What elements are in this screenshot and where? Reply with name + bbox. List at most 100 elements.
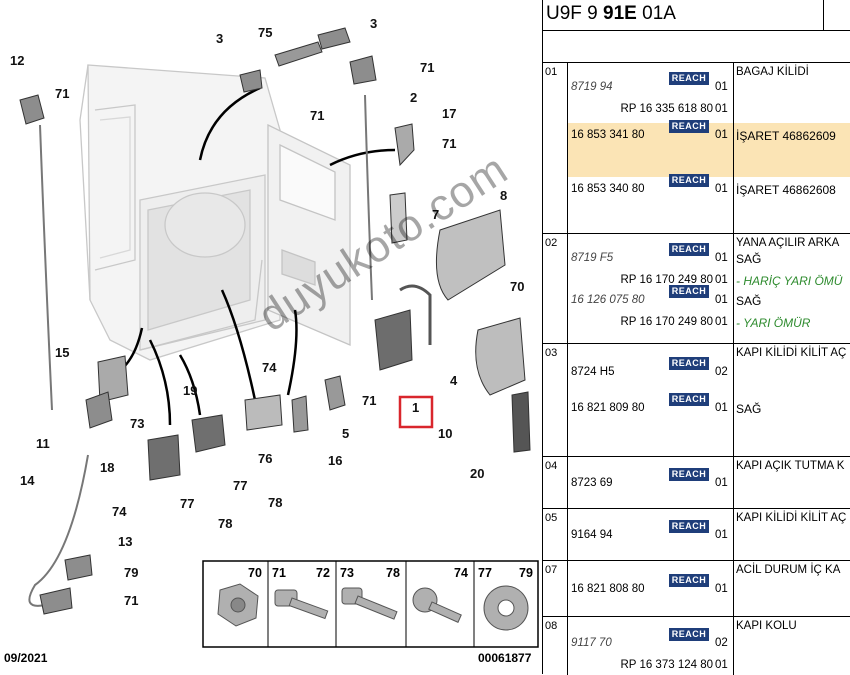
reach-badge: REACH xyxy=(669,285,709,298)
callout: 12 xyxy=(10,53,24,68)
part-number[interactable]: 16 821 808 80 xyxy=(571,583,645,595)
callout: 71 xyxy=(442,136,456,151)
callout: 20 xyxy=(470,466,484,481)
group-number: 08 xyxy=(545,620,558,632)
reach-badge: REACH xyxy=(669,520,709,533)
callout: 76 xyxy=(258,451,272,466)
callout: 71 xyxy=(124,593,138,608)
quantity: 02 xyxy=(715,637,728,649)
quantity: 01 xyxy=(715,183,728,195)
part-number[interactable]: 8724 H5 xyxy=(571,366,615,378)
fastener-label: 78 xyxy=(386,566,400,580)
quantity: 01 xyxy=(715,129,728,141)
quantity: 01 xyxy=(715,294,728,306)
callout: 75 xyxy=(258,25,272,40)
part-number[interactable]: RP 16 170 249 80 xyxy=(620,274,713,286)
quantity: 01 xyxy=(715,274,728,286)
callout: 74 xyxy=(112,504,127,519)
parts-list-panel: U9F 9 91E 01A 01 BAGAJ KİLİDİ 8719 94 REACH… xyxy=(542,0,850,675)
fastener-label: 77 xyxy=(478,566,492,580)
part-number[interactable]: RP 16 373 124 80 xyxy=(620,659,713,671)
callout: 74 xyxy=(262,360,277,375)
group-title: BAGAJ KİLİDİ xyxy=(736,66,809,78)
quantity: 01 xyxy=(715,659,728,671)
callout: 71 xyxy=(362,393,376,408)
callout: 3 xyxy=(216,31,223,46)
part-number[interactable]: 16 853 340 80 xyxy=(571,183,645,195)
callout: 77 xyxy=(233,478,247,493)
part-number[interactable]: RP 16 170 249 80 xyxy=(620,316,713,328)
reach-badge: REACH xyxy=(669,357,709,370)
callout: 77 xyxy=(180,496,194,511)
part-note: - YARI ÖMÜR xyxy=(736,316,811,330)
part-number[interactable]: 9117 70 xyxy=(571,637,612,649)
part-number[interactable]: 8719 F5 xyxy=(571,252,614,264)
fastener-label: 79 xyxy=(519,566,533,580)
part-number[interactable]: 8723 69 xyxy=(571,477,613,489)
quantity: 01 xyxy=(715,316,728,328)
part-note: SAĞ xyxy=(736,402,762,416)
group-number: 07 xyxy=(545,564,558,576)
part-number[interactable]: 9164 94 xyxy=(571,529,613,541)
selected-row-highlight xyxy=(568,123,850,177)
fasteners-table: 70 71 72 73 78 74 77 79 xyxy=(202,560,539,648)
part-note: İŞARET 46862608 xyxy=(736,183,836,197)
callout: 11 xyxy=(36,436,50,451)
quantity: 01 xyxy=(715,81,728,93)
part-1-highlight xyxy=(398,395,434,429)
quantity: 01 xyxy=(715,103,728,115)
callout: 4 xyxy=(450,373,458,388)
fastener-label: 72 xyxy=(316,566,330,580)
cables xyxy=(28,94,373,607)
callout: 16 xyxy=(328,453,342,468)
callout: 73 xyxy=(130,416,144,431)
fastener-shapes xyxy=(217,583,529,631)
callout: 70 xyxy=(510,279,524,294)
callout: 71 xyxy=(420,60,434,75)
callout: 78 xyxy=(218,516,232,531)
group-title: KAPI KOLU xyxy=(736,620,797,632)
leader-lines xyxy=(117,86,396,426)
panel-header: U9F 9 91E 01A xyxy=(543,0,850,31)
quantity: 01 xyxy=(715,477,728,489)
diagram-date: 09/2021 xyxy=(4,651,48,665)
reach-badge: REACH xyxy=(669,120,709,133)
parts-diagram: 12 71 75 3 3 71 71 2 17 71 7 8 70 1 4 10… xyxy=(4,16,539,665)
callout: 19 xyxy=(183,383,197,398)
part-number[interactable]: 16 126 075 80 xyxy=(571,294,645,306)
group-title: KAPI AÇIK TUTMA K xyxy=(736,460,845,472)
group-number: 01 xyxy=(545,66,558,78)
quantity: 02 xyxy=(715,366,728,378)
fastener-label: 74 xyxy=(454,566,468,580)
callout-numbers: 12 71 75 3 3 71 71 2 17 71 7 8 70 1 4 10… xyxy=(10,16,524,608)
reach-badge: REACH xyxy=(669,393,709,406)
callout: 10 xyxy=(438,426,452,441)
quantity: 01 xyxy=(715,583,728,595)
part-number[interactable]: 8719 94 xyxy=(571,81,613,93)
part-note: İŞARET 46862609 xyxy=(736,129,836,143)
part-number[interactable]: RP 16 335 618 80 xyxy=(620,103,713,115)
callout: 78 xyxy=(268,495,282,510)
part-number[interactable]: 16 853 341 80 xyxy=(571,129,645,141)
part-number[interactable]: 16 821 809 80 xyxy=(571,402,645,414)
reach-badge: REACH xyxy=(669,574,709,587)
callout: 13 xyxy=(118,534,132,549)
callout: 5 xyxy=(342,426,349,441)
reach-badge: REACH xyxy=(669,468,709,481)
group-title: ACİL DURUM İÇ KA xyxy=(736,564,841,576)
part-shapes xyxy=(19,27,531,615)
part-note: SAĞ xyxy=(736,252,762,266)
fastener-label: 71 xyxy=(272,566,286,580)
callout: 18 xyxy=(100,460,114,475)
part-note: - HARİÇ YARI ÖMÜ xyxy=(736,274,843,288)
reach-badge: REACH xyxy=(669,243,709,256)
callout: 2 xyxy=(410,90,417,105)
parts-group-07: 07 ACİL DURUM İÇ KA 16 821 808 80 REACH 01 xyxy=(543,560,850,617)
quantity: 01 xyxy=(715,529,728,541)
van-body xyxy=(79,64,281,361)
